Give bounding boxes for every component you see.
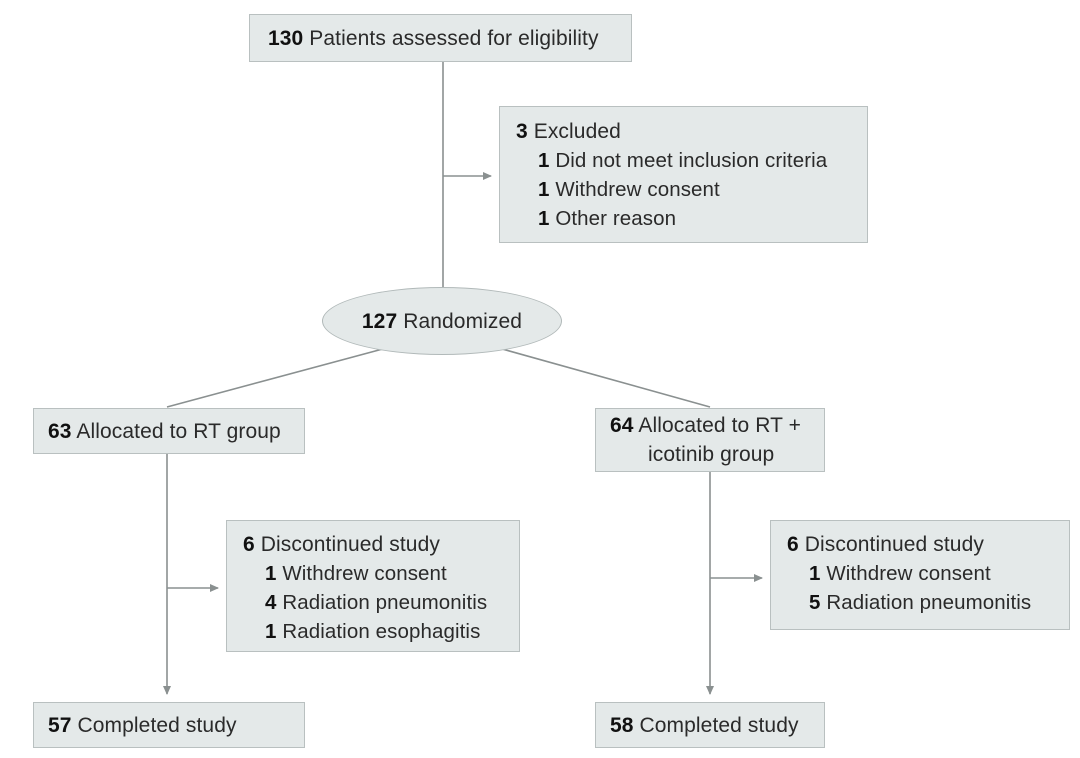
node-discontinued-rt-icotinib-group: 6 Discontinued study 1 Withdrew consent … xyxy=(770,520,1070,630)
node-line: 1 Other reason xyxy=(516,204,867,233)
node-line-text: Radiation pneumonitis xyxy=(282,591,488,614)
node-assessed-for-eligibility: 130 Patients assessed for eligibility xyxy=(249,14,632,62)
node-excluded: 3 Excluded 1 Did not meet inclusion crit… xyxy=(499,106,868,243)
node-line-text: Randomized xyxy=(403,309,523,333)
node-line-number: 1 xyxy=(809,562,821,585)
node-line-number: 127 xyxy=(361,309,398,333)
node-line-text: Radiation pneumonitis xyxy=(826,591,1032,614)
node-line: 6 Discontinued study xyxy=(787,530,1069,559)
node-line-text: Allocated to RT + xyxy=(638,414,801,437)
node-line-text: Completed study xyxy=(77,713,237,737)
node-line-number: 57 xyxy=(48,713,72,737)
node-line: 58 Completed study xyxy=(610,711,824,740)
node-line-number: 1 xyxy=(538,178,550,201)
node-line-text: Allocated to RT group xyxy=(76,419,281,443)
node-line-number: 58 xyxy=(610,713,634,737)
node-line: 4 Radiation pneumonitis xyxy=(243,588,519,617)
node-line: 1 Withdrew consent xyxy=(516,175,867,204)
node-line-text: Completed study xyxy=(639,713,799,737)
node-line-text: Discontinued study xyxy=(804,533,984,556)
node-completed-rt-icotinib-group: 58 Completed study xyxy=(595,702,825,748)
node-line: 63 Allocated to RT group xyxy=(48,417,304,446)
node-line-number: 5 xyxy=(809,591,821,614)
node-line-text: Withdrew consent xyxy=(826,562,991,585)
node-line: 6 Discontinued study xyxy=(243,530,519,559)
node-completed-rt-group: 57 Completed study xyxy=(33,702,305,748)
node-line-number: 6 xyxy=(243,533,255,556)
node-allocated-rt-group: 63 Allocated to RT group xyxy=(33,408,305,454)
node-line-number: 1 xyxy=(265,620,277,643)
node-line: 3 Excluded xyxy=(516,117,867,146)
node-line-number: 1 xyxy=(538,149,550,172)
node-line-text: Other reason xyxy=(555,207,677,230)
node-line-text: Withdrew consent xyxy=(555,178,720,201)
node-line-number: 64 xyxy=(610,414,634,437)
node-randomized: 127 Randomized xyxy=(322,287,562,355)
node-allocated-rt-icotinib-group: 64 Allocated to RT + icotinib group xyxy=(595,408,825,472)
connector-randomized-to-alloc-right xyxy=(494,346,711,408)
node-discontinued-rt-group: 6 Discontinued study 1 Withdrew consent … xyxy=(226,520,520,652)
node-line: 5 Radiation pneumonitis xyxy=(787,588,1069,617)
node-line-number: 1 xyxy=(265,562,277,585)
node-line: 127 Randomized xyxy=(362,307,522,336)
node-line: 130 Patients assessed for eligibility xyxy=(268,24,631,53)
node-line: 1 Did not meet inclusion criteria xyxy=(516,146,867,175)
node-line-number: 6 xyxy=(787,533,799,556)
node-line-number: 63 xyxy=(48,419,72,443)
node-line: 1 Withdrew consent xyxy=(243,559,519,588)
node-line: icotinib group xyxy=(610,440,824,469)
node-line-number: 1 xyxy=(538,207,550,230)
node-line: 1 Radiation esophagitis xyxy=(243,617,519,646)
node-line-text: Excluded xyxy=(533,120,621,143)
node-line-number: 130 xyxy=(268,26,304,50)
connector-randomized-to-alloc-left xyxy=(166,346,391,408)
node-line-text: icotinib group xyxy=(648,443,775,466)
node-line-text: Patients assessed for eligibility xyxy=(309,26,599,50)
node-line: 1 Withdrew consent xyxy=(787,559,1069,588)
node-line-text: Radiation esophagitis xyxy=(282,620,481,643)
node-line-number: 3 xyxy=(516,120,528,143)
node-line-text: Discontinued study xyxy=(260,533,440,556)
node-line-text: Did not meet inclusion criteria xyxy=(555,149,828,172)
node-line-number: 4 xyxy=(265,591,277,614)
node-line-text: Withdrew consent xyxy=(282,562,447,585)
node-line: 57 Completed study xyxy=(48,711,304,740)
node-line: 64 Allocated to RT + xyxy=(610,411,824,440)
